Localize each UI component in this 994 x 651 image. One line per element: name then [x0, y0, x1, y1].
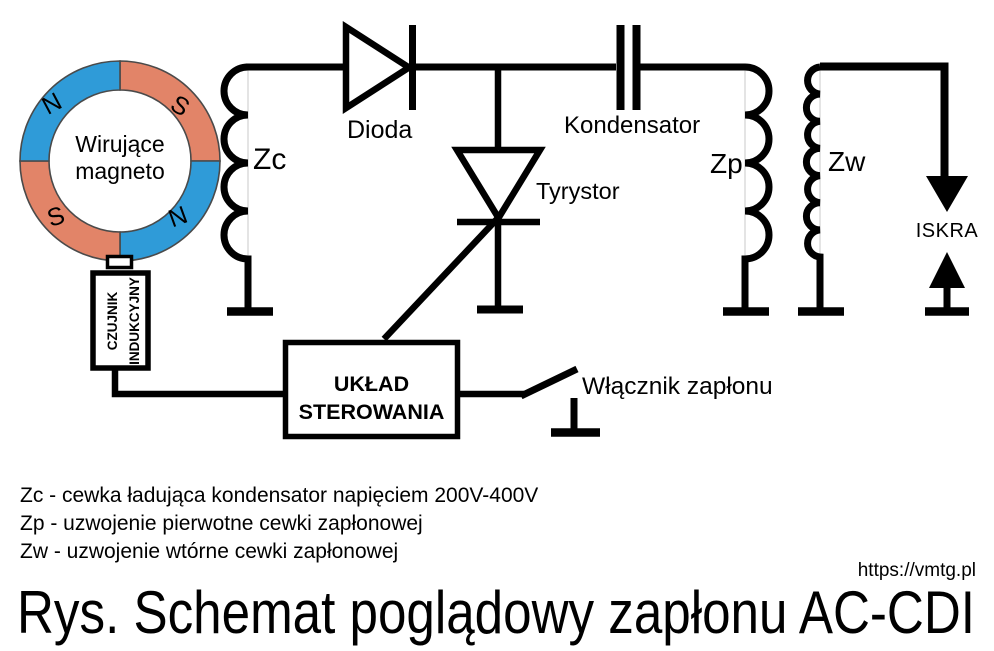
legend-line-zw: Zw - uzwojenie wtórne cewki zapłonowej [20, 540, 398, 563]
zc-coil [220, 63, 273, 316]
inductive-sensor: CZUJNIK INDUKCYJNY [90, 254, 285, 398]
control-unit-line1: UKŁAD [334, 372, 409, 396]
wire-zw-to-spark [820, 62, 949, 178]
dioda-label: Dioda [347, 116, 412, 144]
diode-symbol [342, 21, 416, 114]
control-unit-line2: STEROWANIA [299, 400, 445, 424]
magneto-segment-nw [19, 60, 121, 162]
tyrystor-label: Tyrystor [536, 178, 620, 204]
thyristor-symbol [381, 64, 546, 342]
legend: Zc - cewka ładująca kondensator napięcie… [20, 484, 538, 563]
capacitor-symbol [616, 25, 641, 110]
kondensator-label: Kondensator [564, 112, 700, 139]
zp-label: Zp [710, 148, 743, 179]
thyristor-triangle [451, 146, 546, 225]
magneto-ring: N S S N Wirujące magneto [19, 60, 221, 262]
sensor-head [105, 254, 134, 270]
wlacznik-label: Włącznik zapłonu [582, 373, 773, 400]
iskra-label: ISKRA [916, 220, 979, 242]
spark-arrow-down [926, 176, 968, 212]
sensor-label-line2: INDUKCYJNY [127, 277, 142, 365]
sensor-wire [111, 368, 285, 398]
ignition-switch [457, 365, 600, 437]
zp-coil-winding [741, 63, 773, 309]
switch-blade [519, 365, 579, 400]
legend-line-zp: Zp - uzwojenie pierwotne cewki zapłonowe… [20, 512, 423, 535]
spark-gap [925, 176, 969, 316]
zw-label: Zw [828, 146, 866, 177]
diode-triangle [342, 21, 416, 114]
magneto-label-line2: magneto [75, 158, 165, 184]
sensor-box [90, 270, 151, 371]
thyristor-gate-wire [381, 216, 500, 342]
zc-label: Zc [253, 143, 286, 176]
zp-coil [723, 63, 773, 316]
control-unit: UKŁAD STEROWANIA [282, 339, 461, 440]
website-url: https://vmtg.pl [858, 560, 976, 581]
zc-coil-winding [220, 63, 252, 309]
sensor-label-line1: CZUJNIK [105, 292, 120, 351]
spark-arrow-up [929, 252, 965, 288]
zw-coil-winding [802, 63, 824, 309]
zw-coil [798, 63, 844, 316]
control-unit-box [282, 339, 461, 440]
magneto-label-line1: Wirujące [75, 131, 164, 157]
figure-caption: Rys. Schemat poglądowy zapłonu AC-CDI [17, 579, 975, 646]
legend-line-zc: Zc - cewka ładująca kondensator napięcie… [20, 484, 538, 507]
